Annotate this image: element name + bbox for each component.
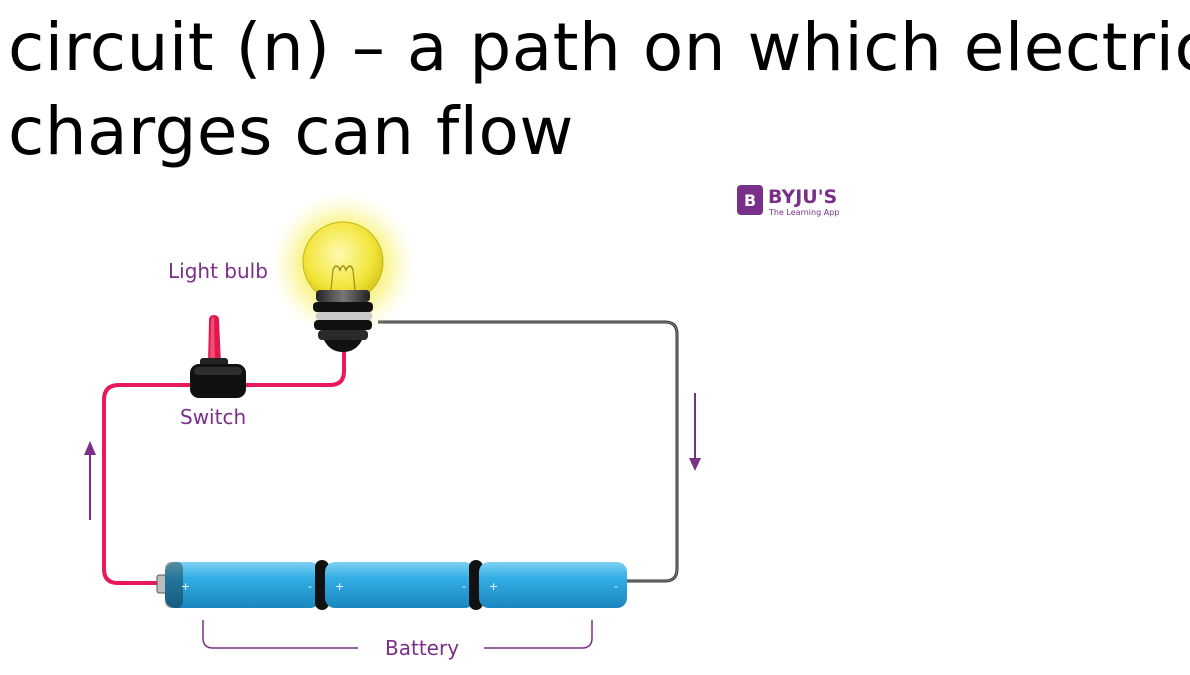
- battery-bracket: [202, 620, 593, 649]
- switch-label: Switch: [180, 405, 246, 429]
- logo-tagline: The Learning App: [768, 208, 839, 217]
- logo-mark-icon: [737, 185, 763, 215]
- light-bulb-icon: [271, 193, 415, 352]
- title-line-2: charges can flow: [8, 93, 574, 170]
- page-title: circuit (n) – a path on which electric c…: [8, 6, 1190, 174]
- cell2-plus: +: [335, 580, 344, 593]
- cell1-plus: +: [181, 580, 190, 593]
- title-line-1: circuit (n) – a path on which electric: [8, 9, 1190, 86]
- switch-icon: [190, 315, 246, 398]
- cell3-minus: -: [614, 580, 618, 593]
- current-arrows: [84, 393, 701, 520]
- cell3-plus: +: [489, 580, 498, 593]
- logo-word: BYJU'S: [768, 186, 837, 208]
- wires: [102, 320, 679, 585]
- cell2-minus: -: [462, 580, 466, 593]
- cell1-minus: -: [308, 580, 312, 593]
- negative-wire: [378, 320, 679, 583]
- switch-to-bulb-wire: [246, 350, 346, 387]
- byjus-logo: B BYJU'S The Learning App: [737, 185, 839, 217]
- light-bulb-label: Light bulb: [168, 259, 268, 283]
- positive-wire: [102, 383, 192, 585]
- battery-label: Battery: [385, 636, 459, 660]
- logo-mark-letter: B: [744, 191, 756, 210]
- battery-icon: + - + - + -: [156, 560, 627, 610]
- negative-wire-highlight: [378, 321, 678, 582]
- arrow-down-icon: [689, 393, 701, 471]
- arrow-up-icon: [84, 441, 96, 520]
